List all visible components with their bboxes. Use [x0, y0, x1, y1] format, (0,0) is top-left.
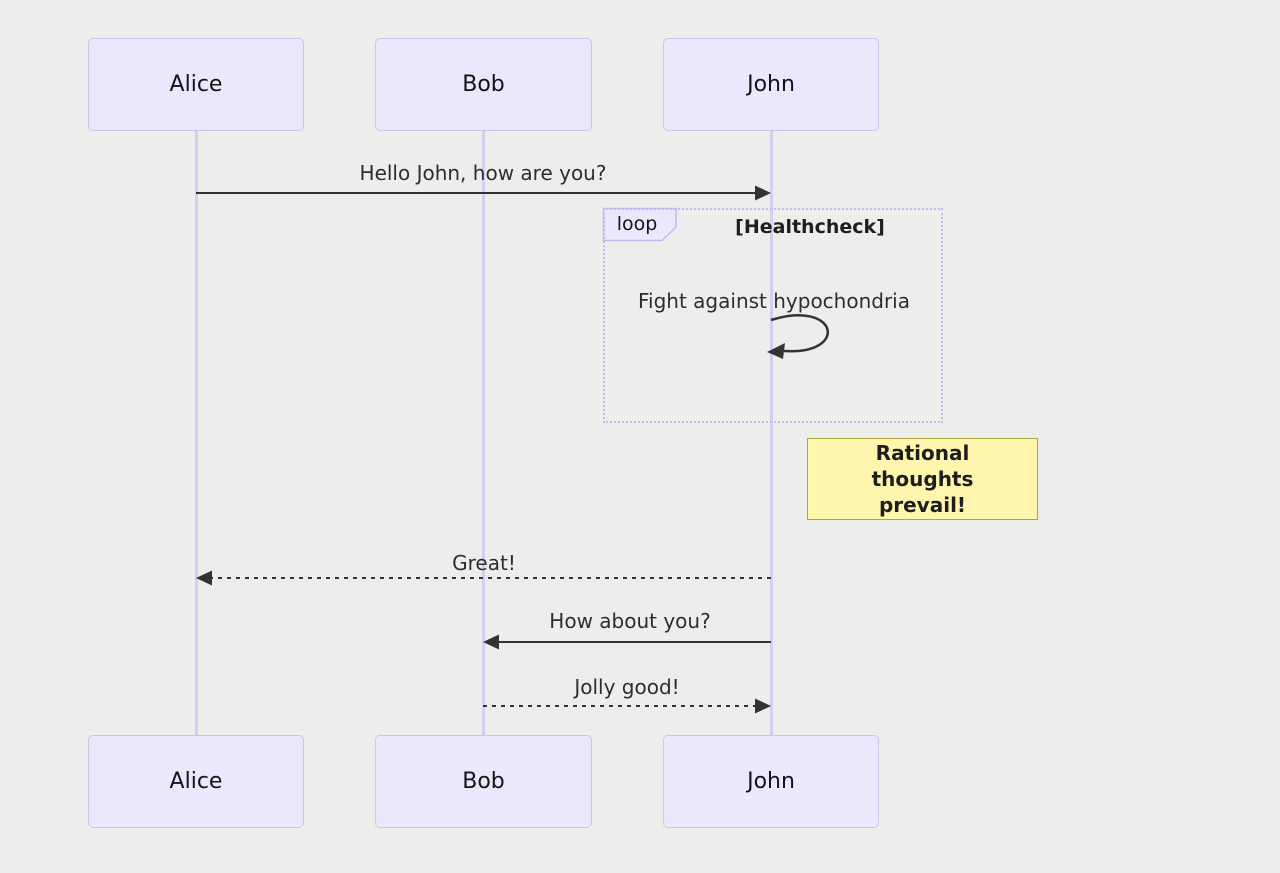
- note-box: Rational thoughts prevail!: [807, 438, 1038, 520]
- message-label-fight: Fight against hypochondria: [638, 289, 910, 313]
- loop-condition: [Healthcheck]: [735, 216, 885, 238]
- loop-tag-label: loop: [616, 213, 658, 235]
- actor-box-bob-bottom: Bob: [375, 735, 592, 828]
- actor-box-alice-bottom: Alice: [88, 735, 304, 828]
- loop-frame: [603, 208, 943, 423]
- lifeline-bob: [482, 131, 485, 735]
- message-label-how: How about you?: [549, 609, 711, 633]
- actor-label: Bob: [462, 72, 505, 97]
- lifeline-john: [769, 131, 773, 735]
- note-text: Rational thoughts prevail!: [871, 441, 974, 517]
- lifeline-alice: [194, 131, 198, 735]
- actor-box-bob-top: Bob: [375, 38, 592, 131]
- actor-box-john-top: John: [663, 38, 879, 131]
- actor-label: Alice: [169, 769, 223, 794]
- message-label-great: Great!: [452, 551, 516, 575]
- actor-label: Alice: [169, 72, 223, 97]
- actor-box-john-bottom: John: [663, 735, 879, 828]
- arrowhead-great-left-icon: [196, 570, 212, 586]
- actor-label: John: [747, 72, 795, 97]
- actor-box-alice-top: Alice: [88, 38, 304, 131]
- message-label-hello: Hello John, how are you?: [359, 161, 607, 185]
- actor-label: John: [747, 769, 795, 794]
- message-label-jolly: Jolly good!: [574, 675, 680, 699]
- arrowhead-how-left-icon: [483, 634, 499, 650]
- actor-label: Bob: [462, 769, 505, 794]
